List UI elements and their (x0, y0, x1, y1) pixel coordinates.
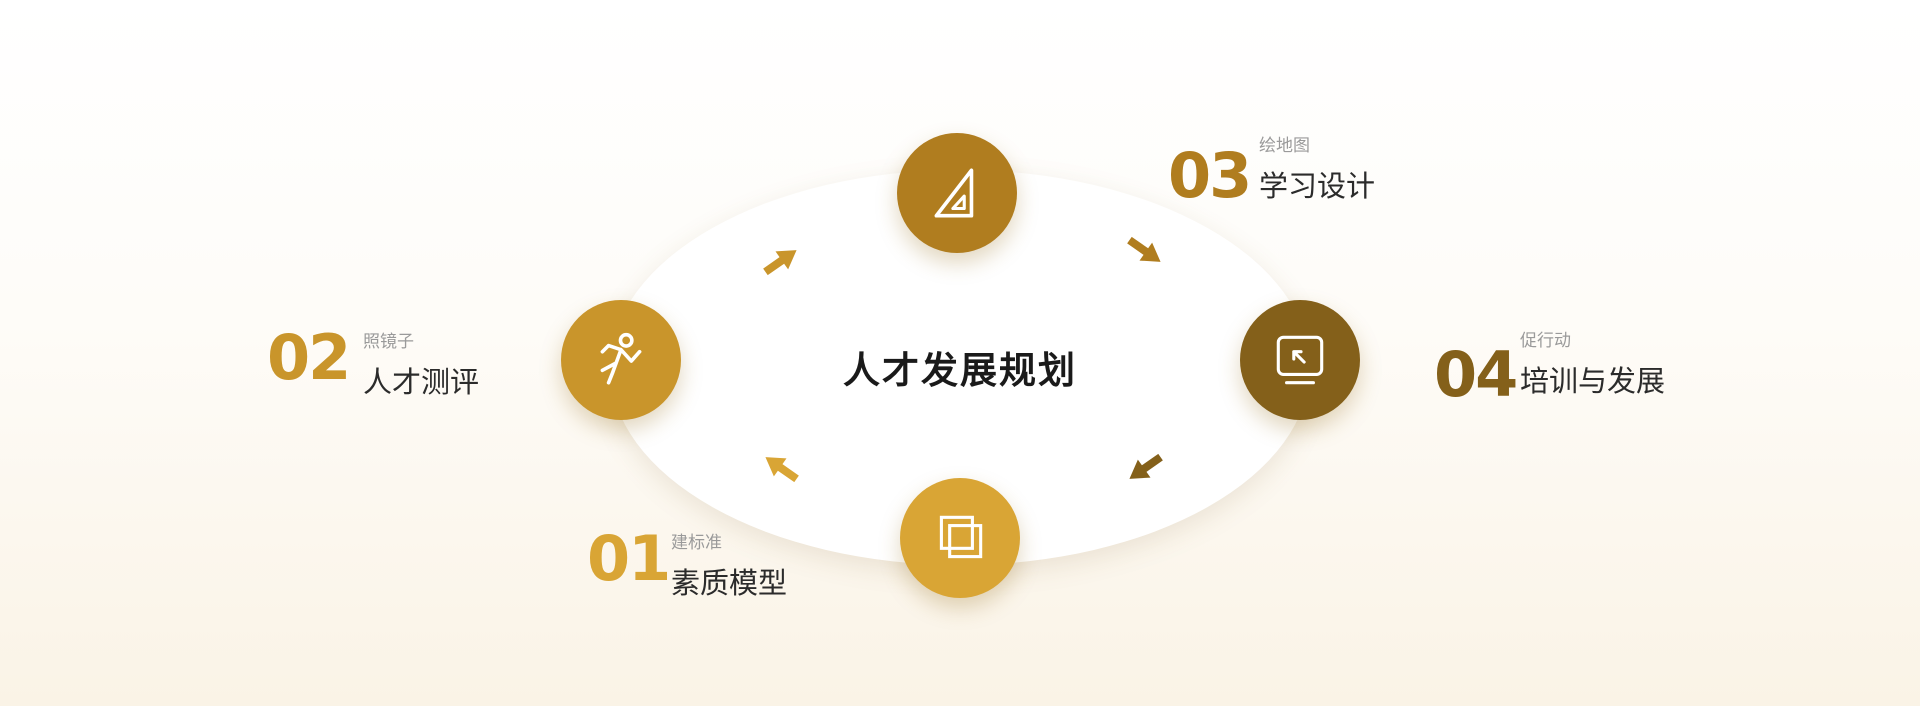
step-4-node (1240, 300, 1360, 420)
layers-icon (939, 515, 983, 559)
step-title: 培训与发展 (1520, 364, 1666, 398)
center-title: 人才发展规划 (843, 349, 1077, 392)
arrow-icon (763, 250, 797, 276)
step-subtitle: 绘地图 (1259, 136, 1310, 156)
step-number: 02 (267, 321, 351, 394)
step-3-node (897, 133, 1017, 253)
step-title: 人才测评 (363, 365, 480, 399)
step-title: 素质模型 (671, 566, 788, 600)
set-square-icon (934, 168, 974, 218)
step-subtitle: 促行动 (1520, 331, 1571, 351)
step-number: 01 (587, 522, 671, 595)
step-number: 04 (1434, 338, 1518, 411)
step-title: 学习设计 (1259, 169, 1376, 203)
arrow-icon (765, 457, 799, 483)
arrow-icon (1129, 453, 1163, 479)
step-subtitle: 照镜子 (363, 332, 414, 352)
step-number: 03 (1168, 139, 1252, 212)
step-2-node (561, 300, 681, 420)
running-person-icon (600, 332, 642, 385)
step-subtitle: 建标准 (671, 533, 722, 553)
monitor-icon (1276, 335, 1324, 385)
arrow-icon (1127, 236, 1161, 262)
step-1-node (900, 478, 1020, 598)
